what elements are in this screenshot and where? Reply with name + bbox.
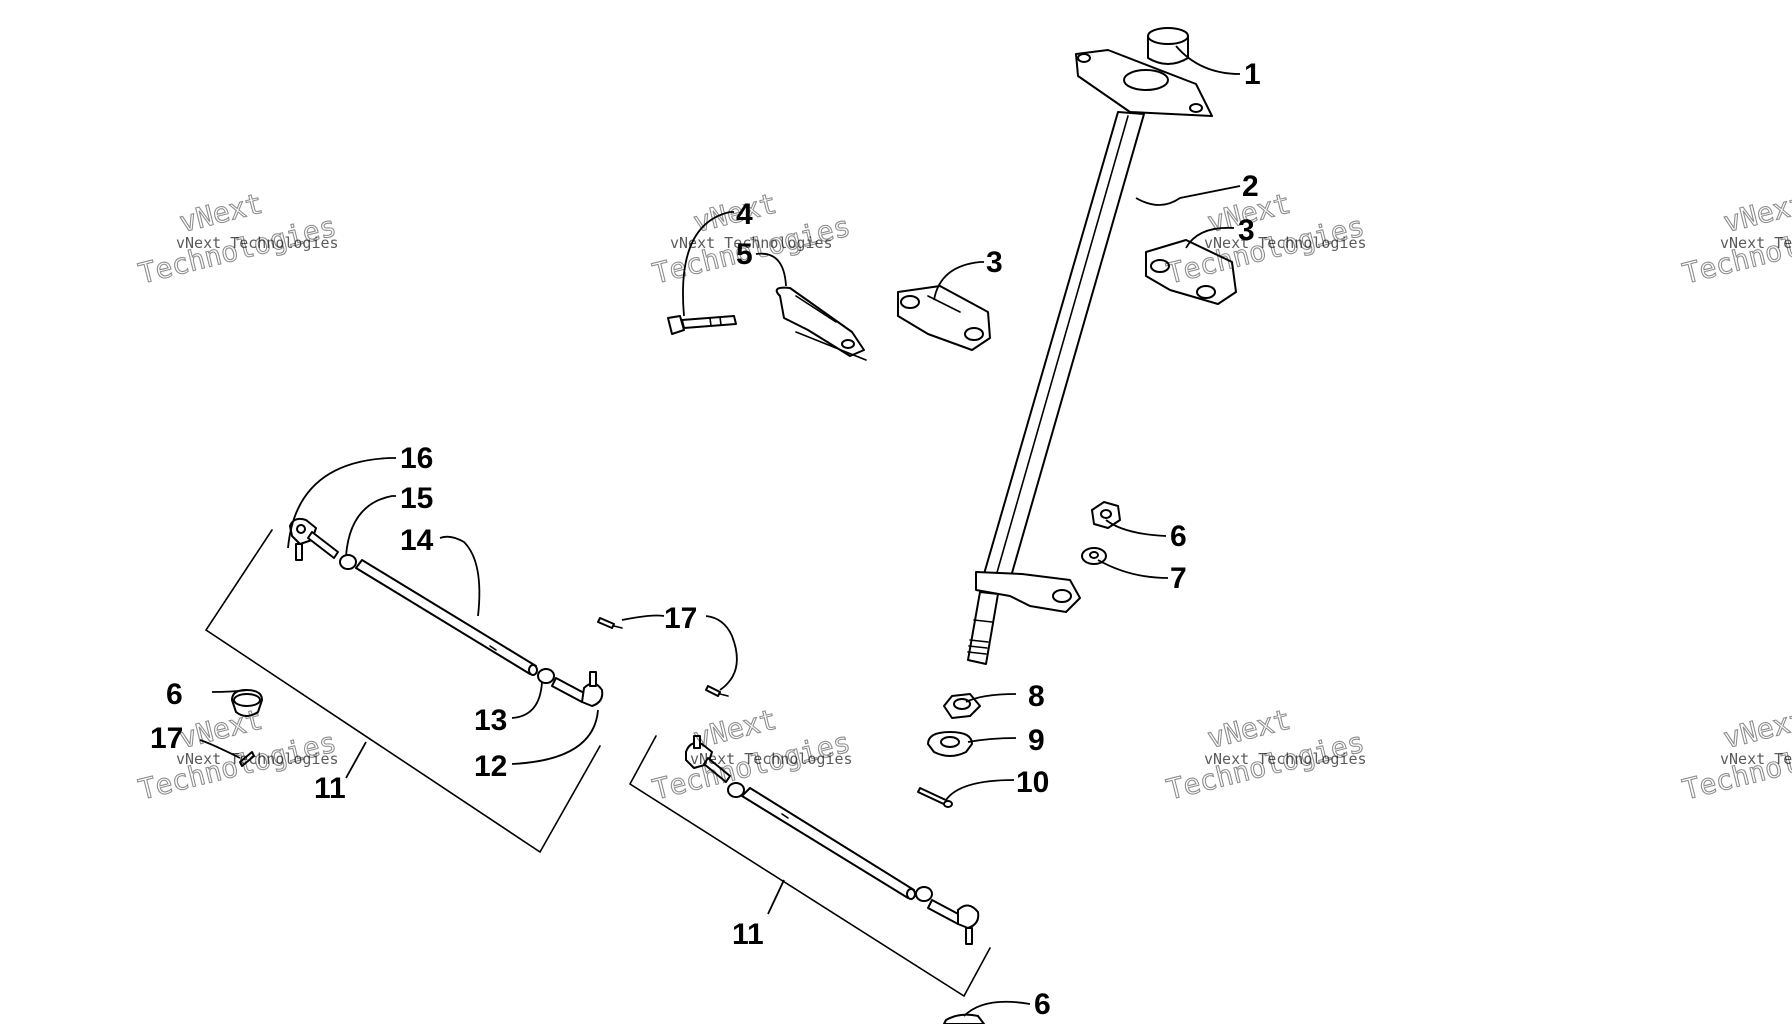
cotter-pin-part-17-upper bbox=[597, 617, 623, 629]
assembly-bracket-lower bbox=[628, 735, 991, 998]
callout-6-bottom: 6 bbox=[1034, 988, 1051, 1021]
callout-15: 15 bbox=[400, 482, 433, 515]
callout-7: 7 bbox=[1170, 562, 1187, 595]
callout-16: 16 bbox=[400, 442, 433, 475]
tie-rod-end-part-16 bbox=[289, 517, 339, 561]
assembly-bracket-left bbox=[204, 529, 601, 854]
svg-text:vNext Technologies: vNext Technologies bbox=[670, 234, 833, 252]
callout-labels: 1 2 3 3 4 5 6 6 6 7 8 9 10 11 11 12 13 1… bbox=[150, 58, 1261, 1021]
svg-text:vNext Technologies: vNext Technologies bbox=[176, 234, 339, 252]
nut-part-13 bbox=[537, 668, 555, 684]
watermark-2: vNext Technologies vNext Technologies bbox=[649, 186, 854, 291]
callout-14: 14 bbox=[400, 524, 434, 557]
svg-text:vNext Technologies: vNext Technologies bbox=[690, 750, 853, 768]
bracket-part-5 bbox=[775, 286, 867, 361]
pin-part-10 bbox=[917, 787, 953, 808]
steering-post-part-2 bbox=[967, 49, 1213, 665]
callout-9: 9 bbox=[1028, 724, 1045, 757]
tie-rod-end-part-12 bbox=[551, 671, 604, 707]
bearing-block-part-3-right bbox=[1145, 239, 1237, 305]
callout-17-upper: 17 bbox=[664, 602, 697, 635]
svg-text:vNext Technologies: vNext Technologies bbox=[1720, 234, 1792, 252]
callout-8: 8 bbox=[1028, 680, 1045, 713]
callout-11-lower: 11 bbox=[732, 918, 764, 951]
bearing-block-part-3-left bbox=[897, 285, 991, 351]
nut-part-15 bbox=[339, 554, 357, 570]
tie-rod-assembly-left bbox=[204, 517, 604, 854]
nut-part-6-left bbox=[231, 689, 263, 717]
callout-3-right: 3 bbox=[1238, 214, 1255, 247]
svg-text:vNext: vNext bbox=[1720, 703, 1792, 755]
nut-part-6-upper bbox=[1091, 501, 1121, 529]
svg-text:vNext Technologies: vNext Technologies bbox=[1204, 750, 1367, 768]
nut-part-6-bottom bbox=[943, 1013, 985, 1024]
callout-12: 12 bbox=[474, 750, 507, 783]
callout-11-left: 11 bbox=[314, 772, 346, 805]
watermark-8: vNext Technologies vNext Technologies bbox=[1679, 702, 1792, 807]
callout-6-left: 6 bbox=[166, 678, 183, 711]
callout-13: 13 bbox=[474, 704, 507, 737]
tie-rod-assembly-lower bbox=[628, 735, 991, 998]
callout-10: 10 bbox=[1016, 766, 1049, 799]
callout-2: 2 bbox=[1242, 170, 1259, 203]
leader-lines bbox=[199, 45, 1241, 1017]
svg-text:vNext Technologies: vNext Technologies bbox=[1720, 750, 1792, 768]
callout-5: 5 bbox=[736, 238, 753, 271]
bolt-part-4 bbox=[667, 315, 737, 335]
washer-part-7 bbox=[1081, 547, 1107, 565]
callout-4: 4 bbox=[736, 198, 753, 231]
callout-3-left: 3 bbox=[986, 246, 1003, 279]
svg-text:vNext: vNext bbox=[1720, 187, 1792, 239]
tie-rod-part-14 bbox=[355, 559, 538, 676]
watermark-4: vNext Technologies vNext Technologies bbox=[1679, 186, 1792, 291]
washer-part-9 bbox=[927, 731, 973, 757]
svg-text:vNext Technologies: vNext Technologies bbox=[1204, 234, 1367, 252]
watermark-1: vNext Technologies vNext Technologies bbox=[135, 186, 340, 291]
watermark-7: vNext Technologies vNext Technologies bbox=[1163, 702, 1368, 807]
watermark-3: vNext Technologies vNext Technologies bbox=[1163, 186, 1368, 291]
bushing-part-1 bbox=[1147, 27, 1189, 65]
callout-6-upper: 6 bbox=[1170, 520, 1187, 553]
nut-part-8 bbox=[943, 693, 981, 719]
cotter-pin-part-17-left bbox=[239, 751, 255, 767]
cotter-pin-part-17-lower bbox=[705, 685, 729, 697]
callout-17-left: 17 bbox=[150, 722, 183, 755]
callout-1: 1 bbox=[1244, 58, 1261, 91]
svg-text:vNext Technologies: vNext Technologies bbox=[176, 750, 339, 768]
